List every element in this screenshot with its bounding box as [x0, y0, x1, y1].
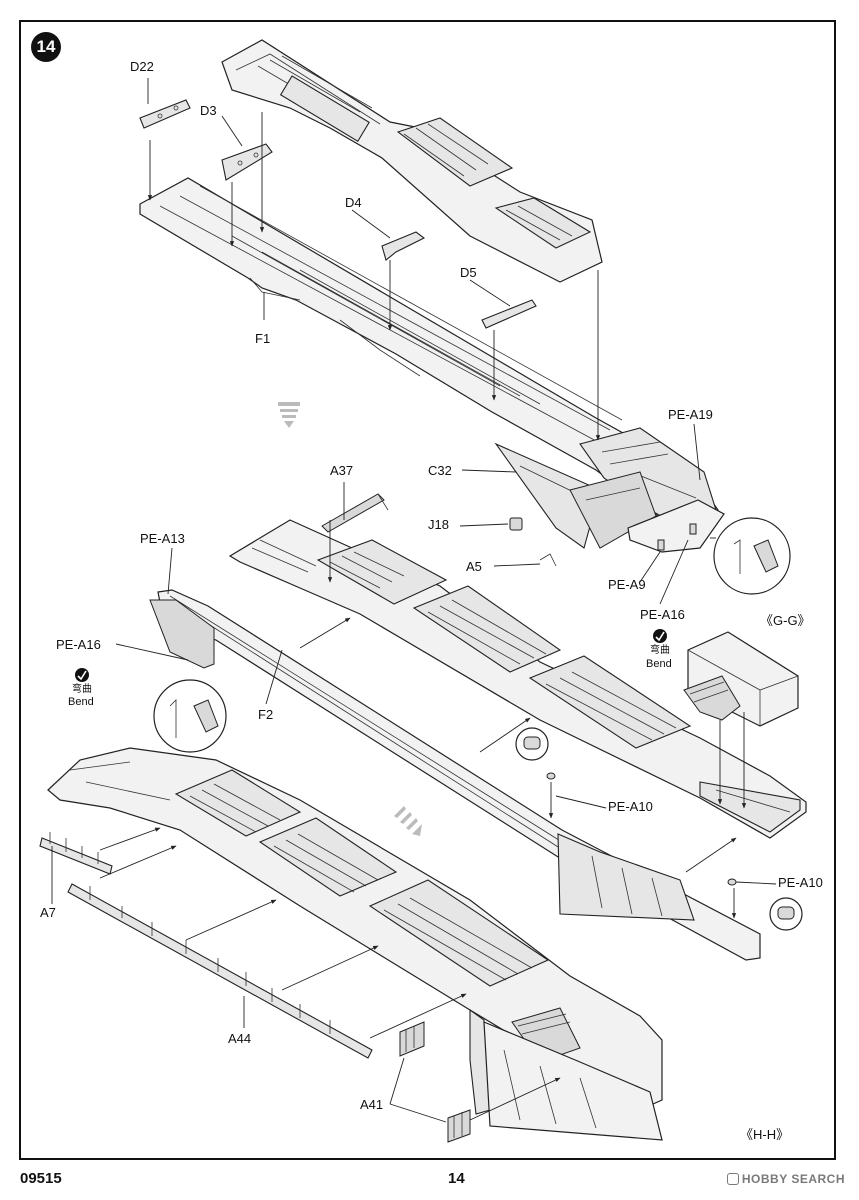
bottom-chassis: [47, 747, 663, 1141]
label-c32: C32: [428, 463, 452, 478]
part-pe-a10-lower: [727, 878, 803, 931]
label-d3: D3: [200, 103, 217, 118]
label-pe-a10-lower: PE-A10: [778, 875, 823, 890]
label-j18: J18: [428, 517, 449, 532]
bend-icon: [75, 629, 667, 682]
label-pe-a13: PE-A13: [140, 531, 185, 546]
label-d5: D5: [460, 265, 477, 280]
label-d4: D4: [345, 195, 362, 210]
part-d22: [139, 99, 191, 129]
part-d4: [381, 231, 426, 261]
part-a37: [321, 493, 389, 533]
bend-callout-right: [710, 517, 791, 595]
step-number-badge: 14: [31, 32, 61, 62]
gg-sectional-view: [683, 631, 799, 727]
label-f2: F2: [258, 707, 274, 722]
part-pe-a19: [569, 471, 657, 549]
part-d5: [481, 299, 537, 329]
label-pe-a19: PE-A19: [668, 407, 713, 422]
watermark-logo-icon: [726, 1173, 739, 1185]
down-arrow-icon: [278, 402, 300, 428]
kit-number: 09515: [20, 1170, 62, 1187]
label-a37: A37: [330, 463, 354, 478]
middle-chassis: [228, 519, 807, 839]
watermark-text: HOBBY SEARCH: [741, 1172, 845, 1186]
label-pe-a9: PE-A9: [608, 577, 646, 592]
label-a41: A41: [360, 1097, 384, 1112]
label-a7: A7: [40, 905, 56, 920]
label-d22: D22: [130, 59, 154, 74]
bend-note-left-cn: 弯曲: [72, 684, 92, 695]
page-frame: [19, 20, 836, 1160]
part-a7: [39, 832, 113, 875]
view-label-gg: 《G-G》: [760, 613, 811, 628]
bend-note-right-cn: 弯曲: [650, 645, 670, 656]
part-pe-a10-upper: [515, 727, 556, 780]
top-deck-part: [221, 39, 603, 283]
bend-callout-left: [153, 679, 227, 753]
label-pe-a16-right: PE-A16: [640, 607, 685, 622]
label-a5: A5: [466, 559, 482, 574]
view-label-hh: 《H-H》: [740, 1127, 790, 1142]
part-j18: [509, 517, 523, 531]
part-pe-a9: [627, 499, 725, 553]
page-number: 14: [448, 1170, 465, 1187]
part-a41: [399, 1021, 471, 1143]
label-pe-a10-upper: PE-A10: [608, 799, 653, 814]
diagonal-arrow-icon: [394, 806, 422, 836]
f2-side-rail: [149, 589, 761, 961]
bend-note-left-en: Bend: [68, 696, 94, 708]
label-a44: A44: [228, 1031, 252, 1046]
part-a5: [539, 553, 557, 567]
part-d3: [221, 143, 273, 181]
part-a44: [67, 883, 373, 1059]
bend-note-right-en: Bend: [646, 658, 672, 670]
label-pe-a16-left: PE-A16: [56, 637, 101, 652]
label-f1: F1: [255, 331, 271, 346]
watermark: HOBBY SEARCH: [726, 1172, 845, 1186]
